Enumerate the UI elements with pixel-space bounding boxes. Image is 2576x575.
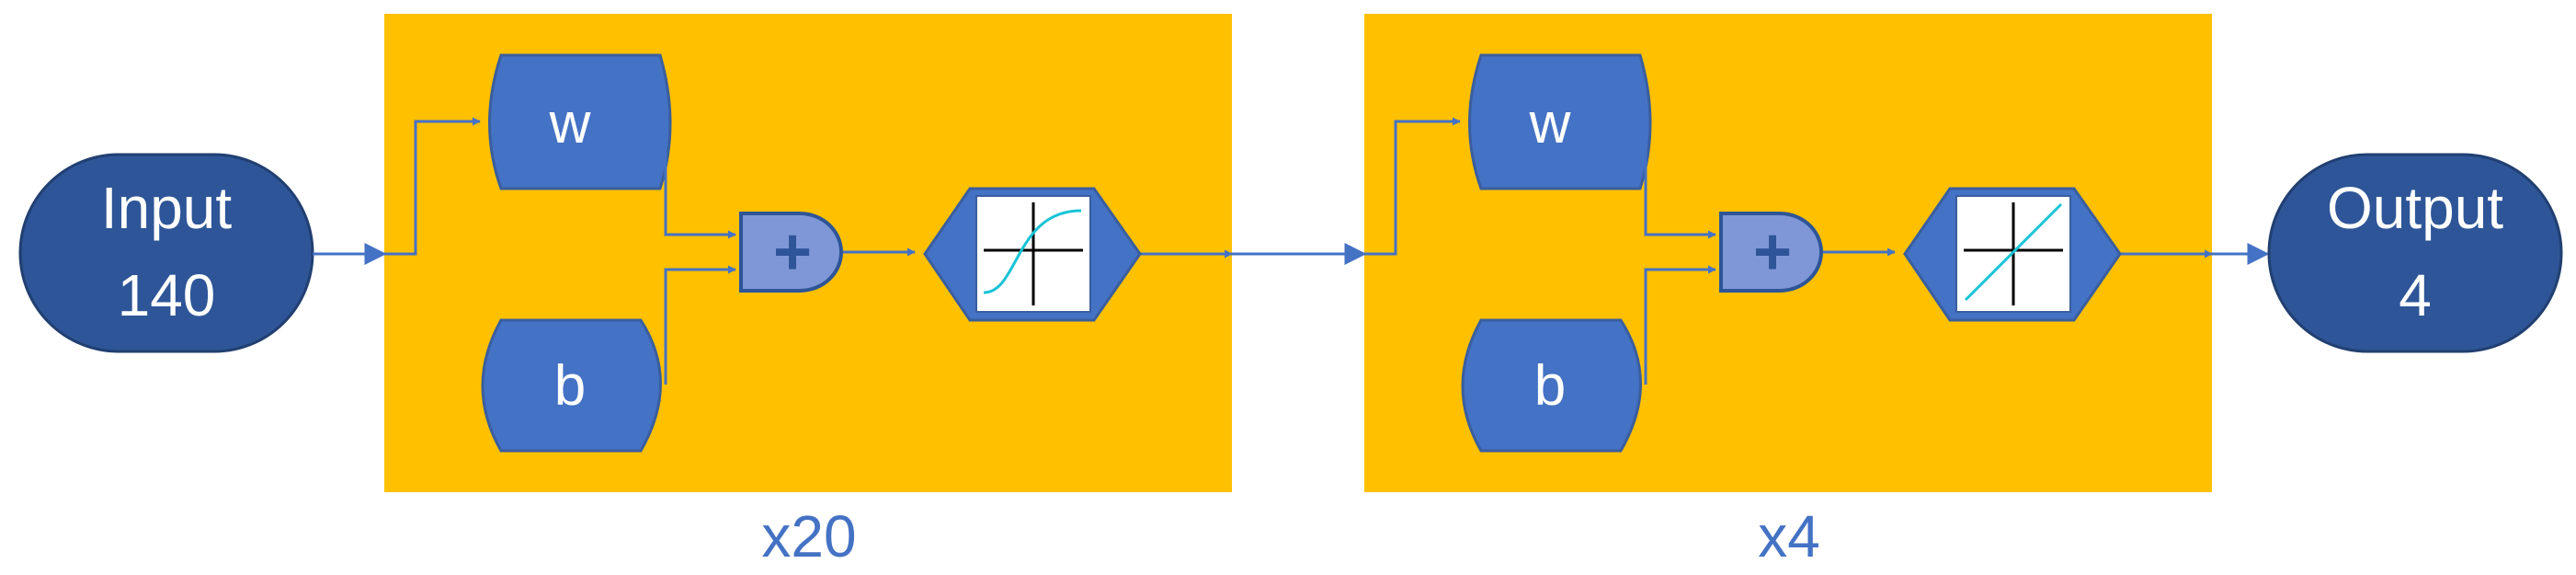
layer-1-sum-node: + bbox=[739, 212, 843, 293]
output-node: Output 4 bbox=[2267, 153, 2563, 353]
linear-function-icon bbox=[1964, 202, 2063, 305]
layer-2-connectors bbox=[1364, 117, 2213, 385]
hidden-layer-2: w b + x4 bbox=[1364, 14, 2213, 569]
layer-1-activation-node bbox=[923, 187, 1142, 322]
layer-2-repeat-label: x4 bbox=[1758, 503, 1820, 569]
hidden-layer-1: w b + x20 bbox=[384, 14, 1233, 569]
input-node: Input 140 bbox=[18, 153, 314, 353]
layer-2-activation-node bbox=[1903, 187, 2122, 322]
layer-1-weight-label: w bbox=[549, 92, 591, 155]
plus-icon: + bbox=[773, 215, 812, 289]
layer-1-connectors bbox=[384, 117, 1233, 385]
input-size: 140 bbox=[118, 262, 216, 328]
output-size: 4 bbox=[2399, 262, 2432, 328]
layer-2-bias-block: b bbox=[1461, 318, 1642, 453]
layer-1-repeat-label: x20 bbox=[761, 503, 856, 569]
output-title: Output bbox=[2327, 175, 2503, 241]
plus-icon: + bbox=[1753, 215, 1792, 289]
layer-2-sum-node: + bbox=[1719, 212, 1823, 293]
layer-1-bias-block: b bbox=[481, 318, 662, 453]
input-title: Input bbox=[101, 175, 233, 241]
layer-2-weight-label: w bbox=[1529, 92, 1571, 155]
layer-1-weight-block: w bbox=[488, 53, 672, 190]
layer-1-bias-label: b bbox=[554, 354, 586, 418]
layer-2-weight-block: w bbox=[1468, 53, 1652, 190]
sigmoid-icon bbox=[983, 202, 1083, 305]
layer-2-bias-label: b bbox=[1534, 354, 1566, 418]
